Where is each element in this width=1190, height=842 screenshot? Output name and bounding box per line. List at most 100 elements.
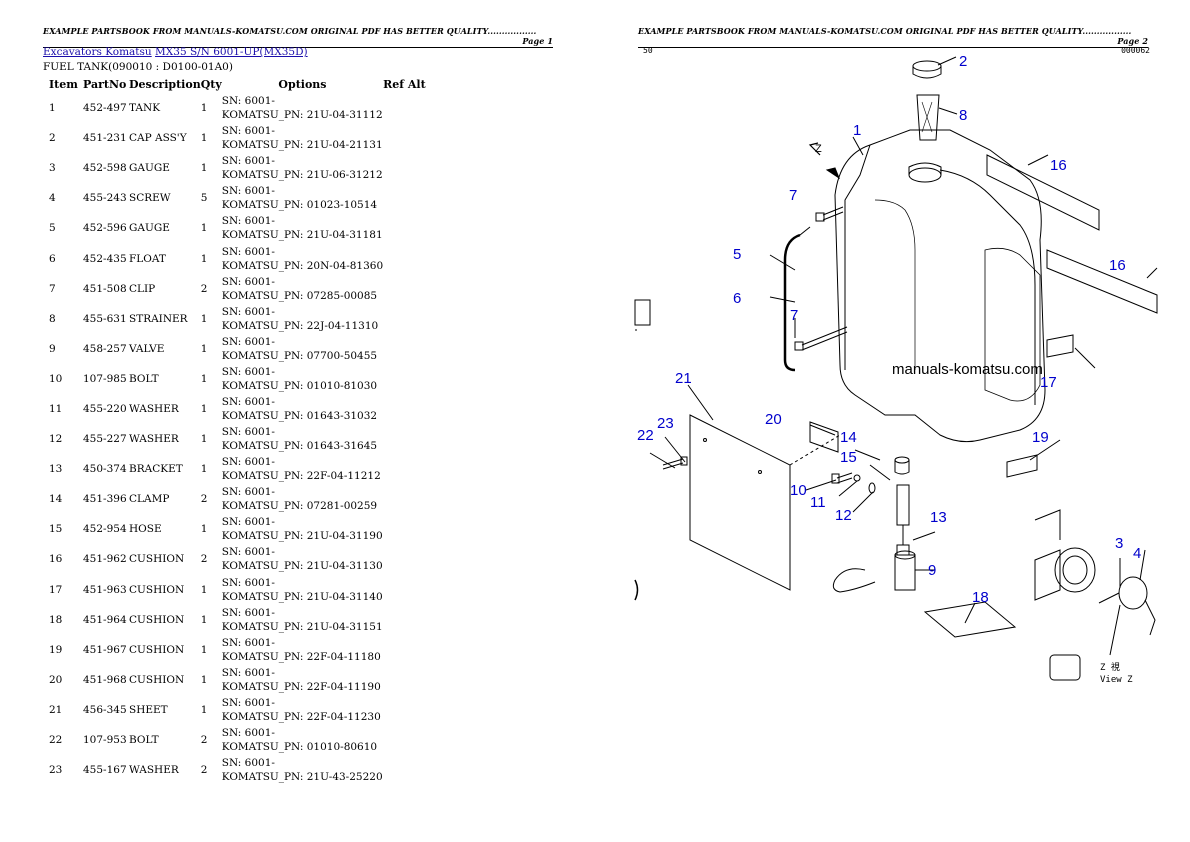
cell-options: SN: 6001-KOMATSU_PN: 21U-04-21131 — [222, 123, 383, 153]
cell-description: WASHER — [129, 764, 179, 777]
table-header-row: Item PartNo Description Qty Options Ref … — [43, 76, 443, 93]
callout-2: 2 — [959, 53, 967, 70]
view-z-jp-label: Z 視 — [1100, 661, 1120, 673]
option-komatsu-pn: KOMATSU_PN: 01643-31645 — [221, 440, 378, 453]
option-komatsu-pn: KOMATSU_PN: 21U-04-31151 — [221, 620, 383, 633]
cell-item: 2 — [49, 132, 56, 145]
cell-item: 8 — [49, 312, 56, 325]
cell-partno: 452-954 — [83, 523, 127, 536]
option-serial: SN: 6001- — [221, 456, 275, 469]
cell-qty: 2 — [200, 553, 208, 566]
diagram-page: EXAMPLE PARTSBOOK FROM MANUALS-KOMATSU.C… — [595, 0, 1190, 842]
cell-options: SN: 6001-KOMATSU_PN: 20N-04-81360 — [222, 243, 383, 273]
cell-description: WASHER — [129, 433, 179, 446]
page-number: Page 2 — [1117, 36, 1148, 46]
cell-partno: 451-964 — [83, 613, 127, 626]
option-komatsu-pn: KOMATSU_PN: 01643-31032 — [221, 409, 378, 422]
breadcrumb-link-excavators[interactable]: Excavators Komatsu — [43, 46, 152, 58]
cell-item: 9 — [49, 342, 56, 355]
cell-qty: 2 — [200, 282, 208, 295]
option-serial: SN: 6001- — [221, 516, 275, 529]
cell-qty: 1 — [200, 132, 208, 145]
column-header-options: Options — [278, 78, 327, 91]
option-serial: SN: 6001- — [221, 365, 275, 378]
cell-options: SN: 6001-KOMATSU_PN: 01023-10514 — [222, 183, 383, 213]
breadcrumb-link-model[interactable]: MX35 S/N 6001-UP(MX35D) — [155, 46, 308, 58]
cell-item: 11 — [49, 402, 63, 415]
cell-item: 4 — [49, 192, 56, 205]
option-serial: SN: 6001- — [221, 125, 275, 138]
option-komatsu-pn: KOMATSU_PN: 21U-43-25220 — [221, 771, 383, 784]
cell-description: CLAMP — [129, 493, 170, 506]
cell-qty: 2 — [200, 764, 208, 777]
column-header-description: Description — [129, 78, 201, 91]
cell-options: SN: 6001-KOMATSU_PN: 21U-43-25220 — [222, 755, 383, 785]
callout-13: 13 — [930, 509, 947, 526]
cell-options: SN: 6001-KOMATSU_PN: 21U-04-31151 — [222, 605, 383, 635]
callout-5: 5 — [733, 246, 741, 263]
cell-partno: 452-598 — [83, 162, 127, 175]
cell-partno: 451-231 — [83, 132, 127, 145]
cell-qty: 1 — [200, 583, 208, 596]
cell-options: SN: 6001-KOMATSU_PN: 22F-04-11190 — [222, 665, 383, 695]
cell-qty: 1 — [200, 372, 208, 385]
cell-partno: 451-508 — [83, 282, 127, 295]
cell-description: STRAINER — [129, 312, 188, 325]
cell-item: 1 — [49, 102, 56, 115]
cell-description: CLIP — [129, 282, 156, 295]
cell-item: 3 — [49, 162, 56, 175]
cell-description: CUSHION — [129, 673, 185, 686]
cell-partno: 455-220 — [83, 402, 127, 415]
cell-ref-alt — [383, 514, 443, 544]
cell-partno: 452-497 — [83, 102, 127, 115]
cell-ref-alt — [383, 424, 443, 454]
column-header-item: Item — [49, 78, 78, 91]
cell-description: GAUGE — [129, 162, 170, 175]
cell-item: 17 — [49, 583, 63, 596]
option-komatsu-pn: KOMATSU_PN: 01010-81030 — [221, 379, 378, 392]
cell-qty: 1 — [200, 252, 208, 265]
cell-partno: 455-227 — [83, 433, 127, 446]
cell-options: SN: 6001-KOMATSU_PN: 01643-31032 — [222, 394, 383, 424]
cell-ref-alt — [383, 695, 443, 725]
callout-22: 22 — [637, 427, 654, 444]
option-komatsu-pn: KOMATSU_PN: 21U-04-31190 — [221, 530, 383, 543]
option-serial: SN: 6001- — [221, 666, 275, 679]
cell-ref-alt — [383, 394, 443, 424]
option-komatsu-pn: KOMATSU_PN: 01023-10514 — [221, 199, 378, 212]
cell-qty: 2 — [200, 493, 208, 506]
cell-item: 14 — [49, 493, 63, 506]
page-header: EXAMPLE PARTSBOOK FROM MANUALS-KOMATSU.C… — [43, 26, 553, 48]
cell-ref-alt — [383, 243, 443, 273]
column-header-qty: Qty — [200, 78, 222, 91]
corner-code-left: 50 — [643, 46, 653, 55]
section-title: FUEL TANK(090010 : D0100-01A0) — [43, 61, 233, 73]
option-serial: SN: 6001- — [221, 546, 275, 559]
cell-item: 20 — [49, 673, 63, 686]
option-serial: SN: 6001- — [221, 95, 275, 108]
option-komatsu-pn: KOMATSU_PN: 21U-04-31140 — [221, 590, 383, 603]
callout-10: 10 — [790, 482, 807, 499]
option-serial: SN: 6001- — [221, 275, 275, 288]
cell-ref-alt — [383, 484, 443, 514]
callout-12: 12 — [835, 507, 852, 524]
cell-options: SN: 6001-KOMATSU_PN: 07700-50455 — [222, 334, 383, 364]
callout-9: 9 — [928, 562, 936, 579]
column-header-partno: PartNo — [83, 78, 127, 91]
cell-partno: 458-257 — [83, 342, 127, 355]
cell-description: CUSHION — [129, 583, 185, 596]
cell-description: FLOAT — [129, 252, 166, 265]
cell-partno: 455-631 — [83, 312, 127, 325]
cell-options: SN: 6001-KOMATSU_PN: 07281-00259 — [222, 484, 383, 514]
